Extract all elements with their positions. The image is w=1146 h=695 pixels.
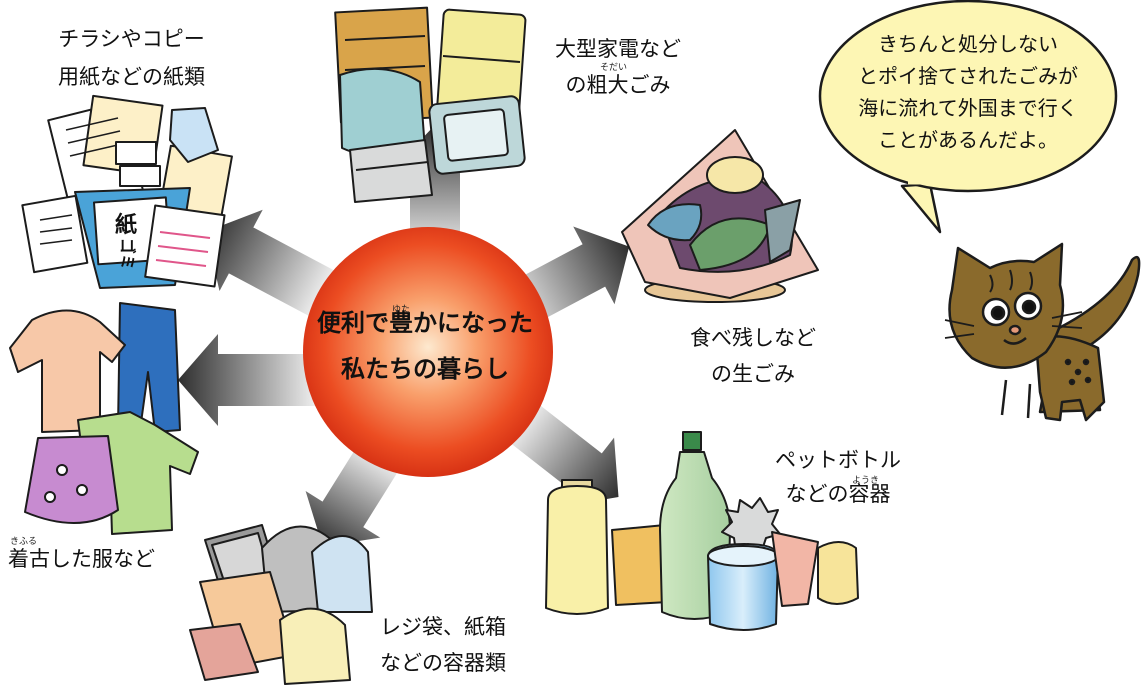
label-bags: レジ袋、紙箱 などの容器類 [380,612,506,678]
label-bags-line1: レジ袋、紙箱 [380,615,506,639]
center-title-line2: 私たちの暮らし [341,355,509,383]
label-appliances: 大型家電など の粗大ごみ [555,34,681,100]
speech-line4: ことがあるんだよ。 [878,128,1058,152]
label-paper: チラシやコピー 用紙などの紙類 [58,24,205,92]
label-paper-line2: 用紙などの紙類 [58,65,205,89]
center-circle [303,227,553,477]
clothes-illustration [9,302,199,535]
cat-character [944,242,1141,422]
bin-label-bottom: ゴミ [118,238,137,270]
label-food-line2: の生ごみ [711,362,795,386]
bin-label-top: 紙 [115,212,137,238]
speech-text: きちんと処分しない とポイ捨てされたごみが 海に流れて外国まで行く ことがあるん… [838,28,1098,156]
center-title-line1: 便利で豊かになった [317,309,533,337]
speech-line1: きちんと処分しない [878,32,1058,56]
speech-line2: とポイ捨てされたごみが [858,64,1078,88]
label-appliances-line1: 大型家電など [555,37,681,61]
paper-bin-illustration [21,94,233,289]
arrow-left [178,334,318,426]
label-clothes: 着古した服など [8,544,155,574]
appliances-illustration [334,6,527,203]
containers-illustration [545,431,859,631]
ruby-clothes: きふる [10,537,38,547]
bags-boxes-illustration [189,524,373,685]
ruby-appliances: そだい [600,63,628,73]
label-bottles-line2: などの容器 [785,482,891,506]
center-title: 便利で豊かになった 私たちの暮らし [300,300,550,392]
ruby-center: ゆた [392,305,411,315]
label-paper-line1: チラシやコピー [58,27,205,51]
label-bottles: ペットボトル などの容器 [775,445,901,509]
label-food: 食べ残しなど の生ごみ [690,323,816,389]
label-food-line1: 食べ残しなど [690,326,816,350]
arrow-upper-left [205,209,338,318]
speech-line3: 海に流れて外国まで行く [858,96,1078,120]
label-appliances-line2: の粗大ごみ [565,73,671,97]
label-bottles-line1: ペットボトル [775,448,901,472]
food-waste-illustration [621,129,819,303]
label-bags-line2: などの容器類 [380,651,506,675]
ruby-bottles: ようき [852,476,880,486]
label-clothes-line1: 着古した服など [8,547,155,571]
arrow-lower-left [305,442,401,547]
speech-bubble [818,0,1118,234]
